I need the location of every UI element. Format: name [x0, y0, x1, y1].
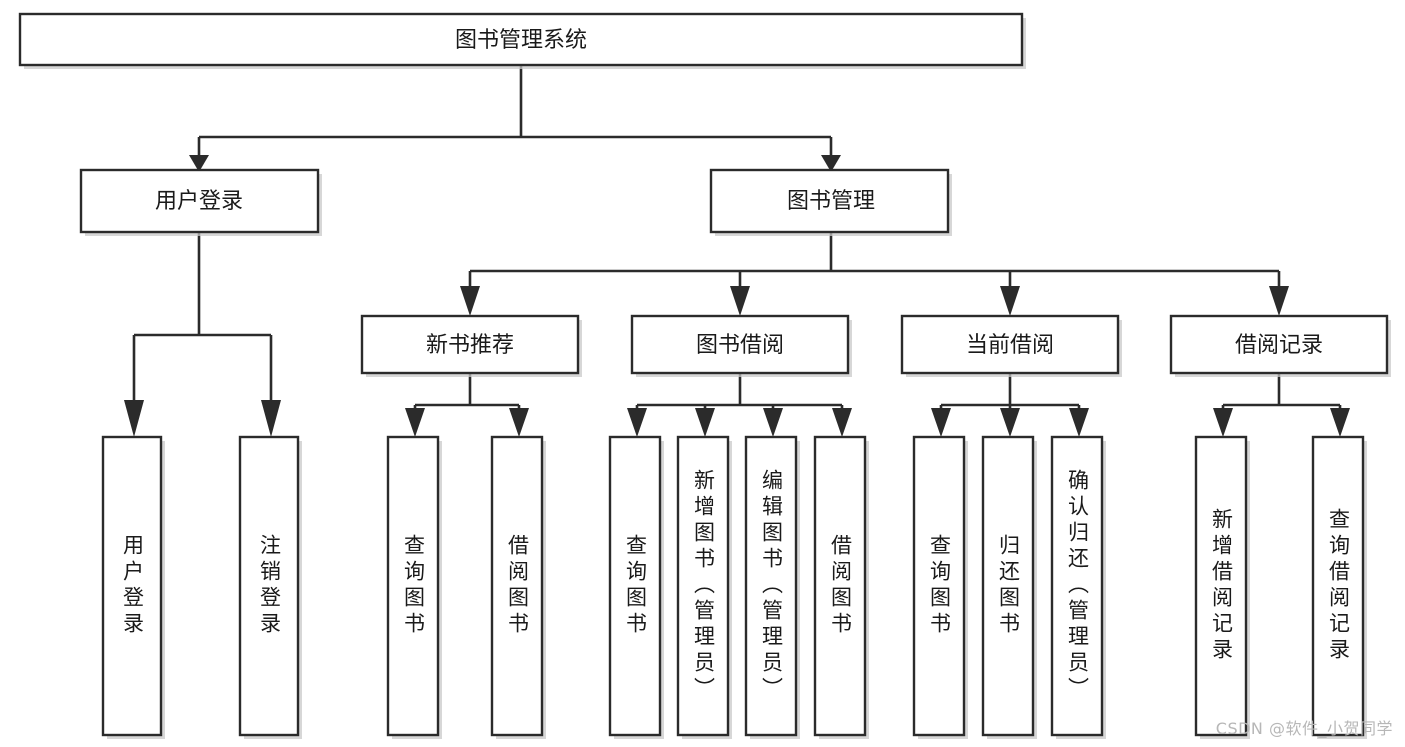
edge-user-login-to-leaves-bus — [132, 232, 273, 404]
node-leaf-add-record-box[interactable] — [1194, 435, 1248, 737]
arrowhead-root-to-book-management — [821, 155, 841, 172]
edge-book-management-to-level3-bus — [468, 232, 1281, 290]
node-leaf-query-book-1-box[interactable] — [386, 435, 440, 737]
node-book-management-box[interactable] — [709, 168, 950, 234]
arrowhead-to-new-book-recommend — [460, 286, 480, 316]
arrowhead-to-leaf-query-book-2 — [627, 408, 647, 437]
arrowhead-to-leaf-add-record — [1213, 408, 1233, 437]
arrowhead-to-leaf-borrow-book-1 — [509, 408, 529, 437]
label-root: 图书管理系统 — [455, 28, 587, 53]
node-leaf-borrow-book-2-box[interactable] — [813, 435, 867, 737]
arrowhead-to-leaf-confirm-return — [1069, 408, 1089, 437]
arrowhead-to-leaf-query-book-3 — [931, 408, 951, 437]
arrowhead-root-to-user-login — [189, 155, 209, 172]
arrowhead-to-leaf-query-record — [1330, 408, 1350, 437]
arrowhead-to-leaf-add-book — [695, 408, 715, 437]
csdn-watermark: CSDN @软件_小贺同学 — [1215, 719, 1393, 738]
node-leaf-return-book-box[interactable] — [981, 435, 1035, 737]
node-borrow-record-box[interactable] — [1169, 314, 1389, 375]
arrowhead-to-leaf-edit-book — [763, 408, 783, 437]
node-current-borrow-box[interactable] — [900, 314, 1120, 375]
node-book-borrow-box[interactable] — [630, 314, 850, 375]
edge-book-borrow-to-leaves-bus — [635, 373, 844, 412]
node-leaf-user-login-box[interactable] — [101, 435, 163, 737]
node-leaf-edit-book-box[interactable] — [744, 435, 798, 737]
node-layer — [18, 12, 1391, 739]
arrowhead-to-leaf-return-book — [1000, 408, 1020, 437]
node-leaf-query-book-2-box[interactable] — [608, 435, 662, 737]
arrowhead-user-login-to-leaf-logout — [261, 400, 281, 437]
label-book-management: 图书管理 — [787, 189, 875, 214]
node-leaf-confirm-return-box[interactable] — [1050, 435, 1104, 737]
node-leaf-query-record-box[interactable] — [1311, 435, 1365, 737]
node-root-box[interactable] — [18, 12, 1024, 67]
node-new-book-recommend-box[interactable] — [360, 314, 580, 375]
label-user-login: 用户登录 — [155, 189, 243, 214]
label-new-book-recommend: 新书推荐 — [426, 333, 514, 358]
arrowhead-to-leaf-query-book-1 — [405, 408, 425, 437]
horizontal-label-layer: 图书管理系统 用户登录 图书管理 新书推荐 图书借阅 当前借阅 借阅记录 — [155, 28, 1323, 358]
label-borrow-record: 借阅记录 — [1235, 333, 1323, 358]
node-leaf-logout-box[interactable] — [238, 435, 300, 737]
node-leaf-add-book-box[interactable] — [676, 435, 730, 737]
edge-current-borrow-to-leaves-bus — [939, 373, 1081, 412]
arrowhead-user-login-to-leaf-user-login — [124, 400, 144, 437]
label-book-borrow: 图书借阅 — [696, 333, 784, 358]
arrowhead-to-book-borrow — [730, 286, 750, 316]
arrowhead-to-current-borrow — [1000, 286, 1020, 316]
edge-new-book-recommend-to-leaves-bus — [413, 373, 521, 412]
connector-layer — [124, 65, 1350, 437]
node-leaf-query-book-3-box[interactable] — [912, 435, 966, 737]
arrowhead-to-leaf-borrow-book-2 — [832, 408, 852, 437]
arrowhead-to-borrow-record — [1269, 286, 1289, 316]
edge-borrow-record-to-leaves-bus — [1221, 373, 1342, 412]
node-user-login-box[interactable] — [79, 168, 320, 234]
edge-root-to-level2-bus — [197, 65, 833, 160]
label-current-borrow: 当前借阅 — [966, 333, 1054, 358]
node-leaf-borrow-book-1-box[interactable] — [490, 435, 544, 737]
